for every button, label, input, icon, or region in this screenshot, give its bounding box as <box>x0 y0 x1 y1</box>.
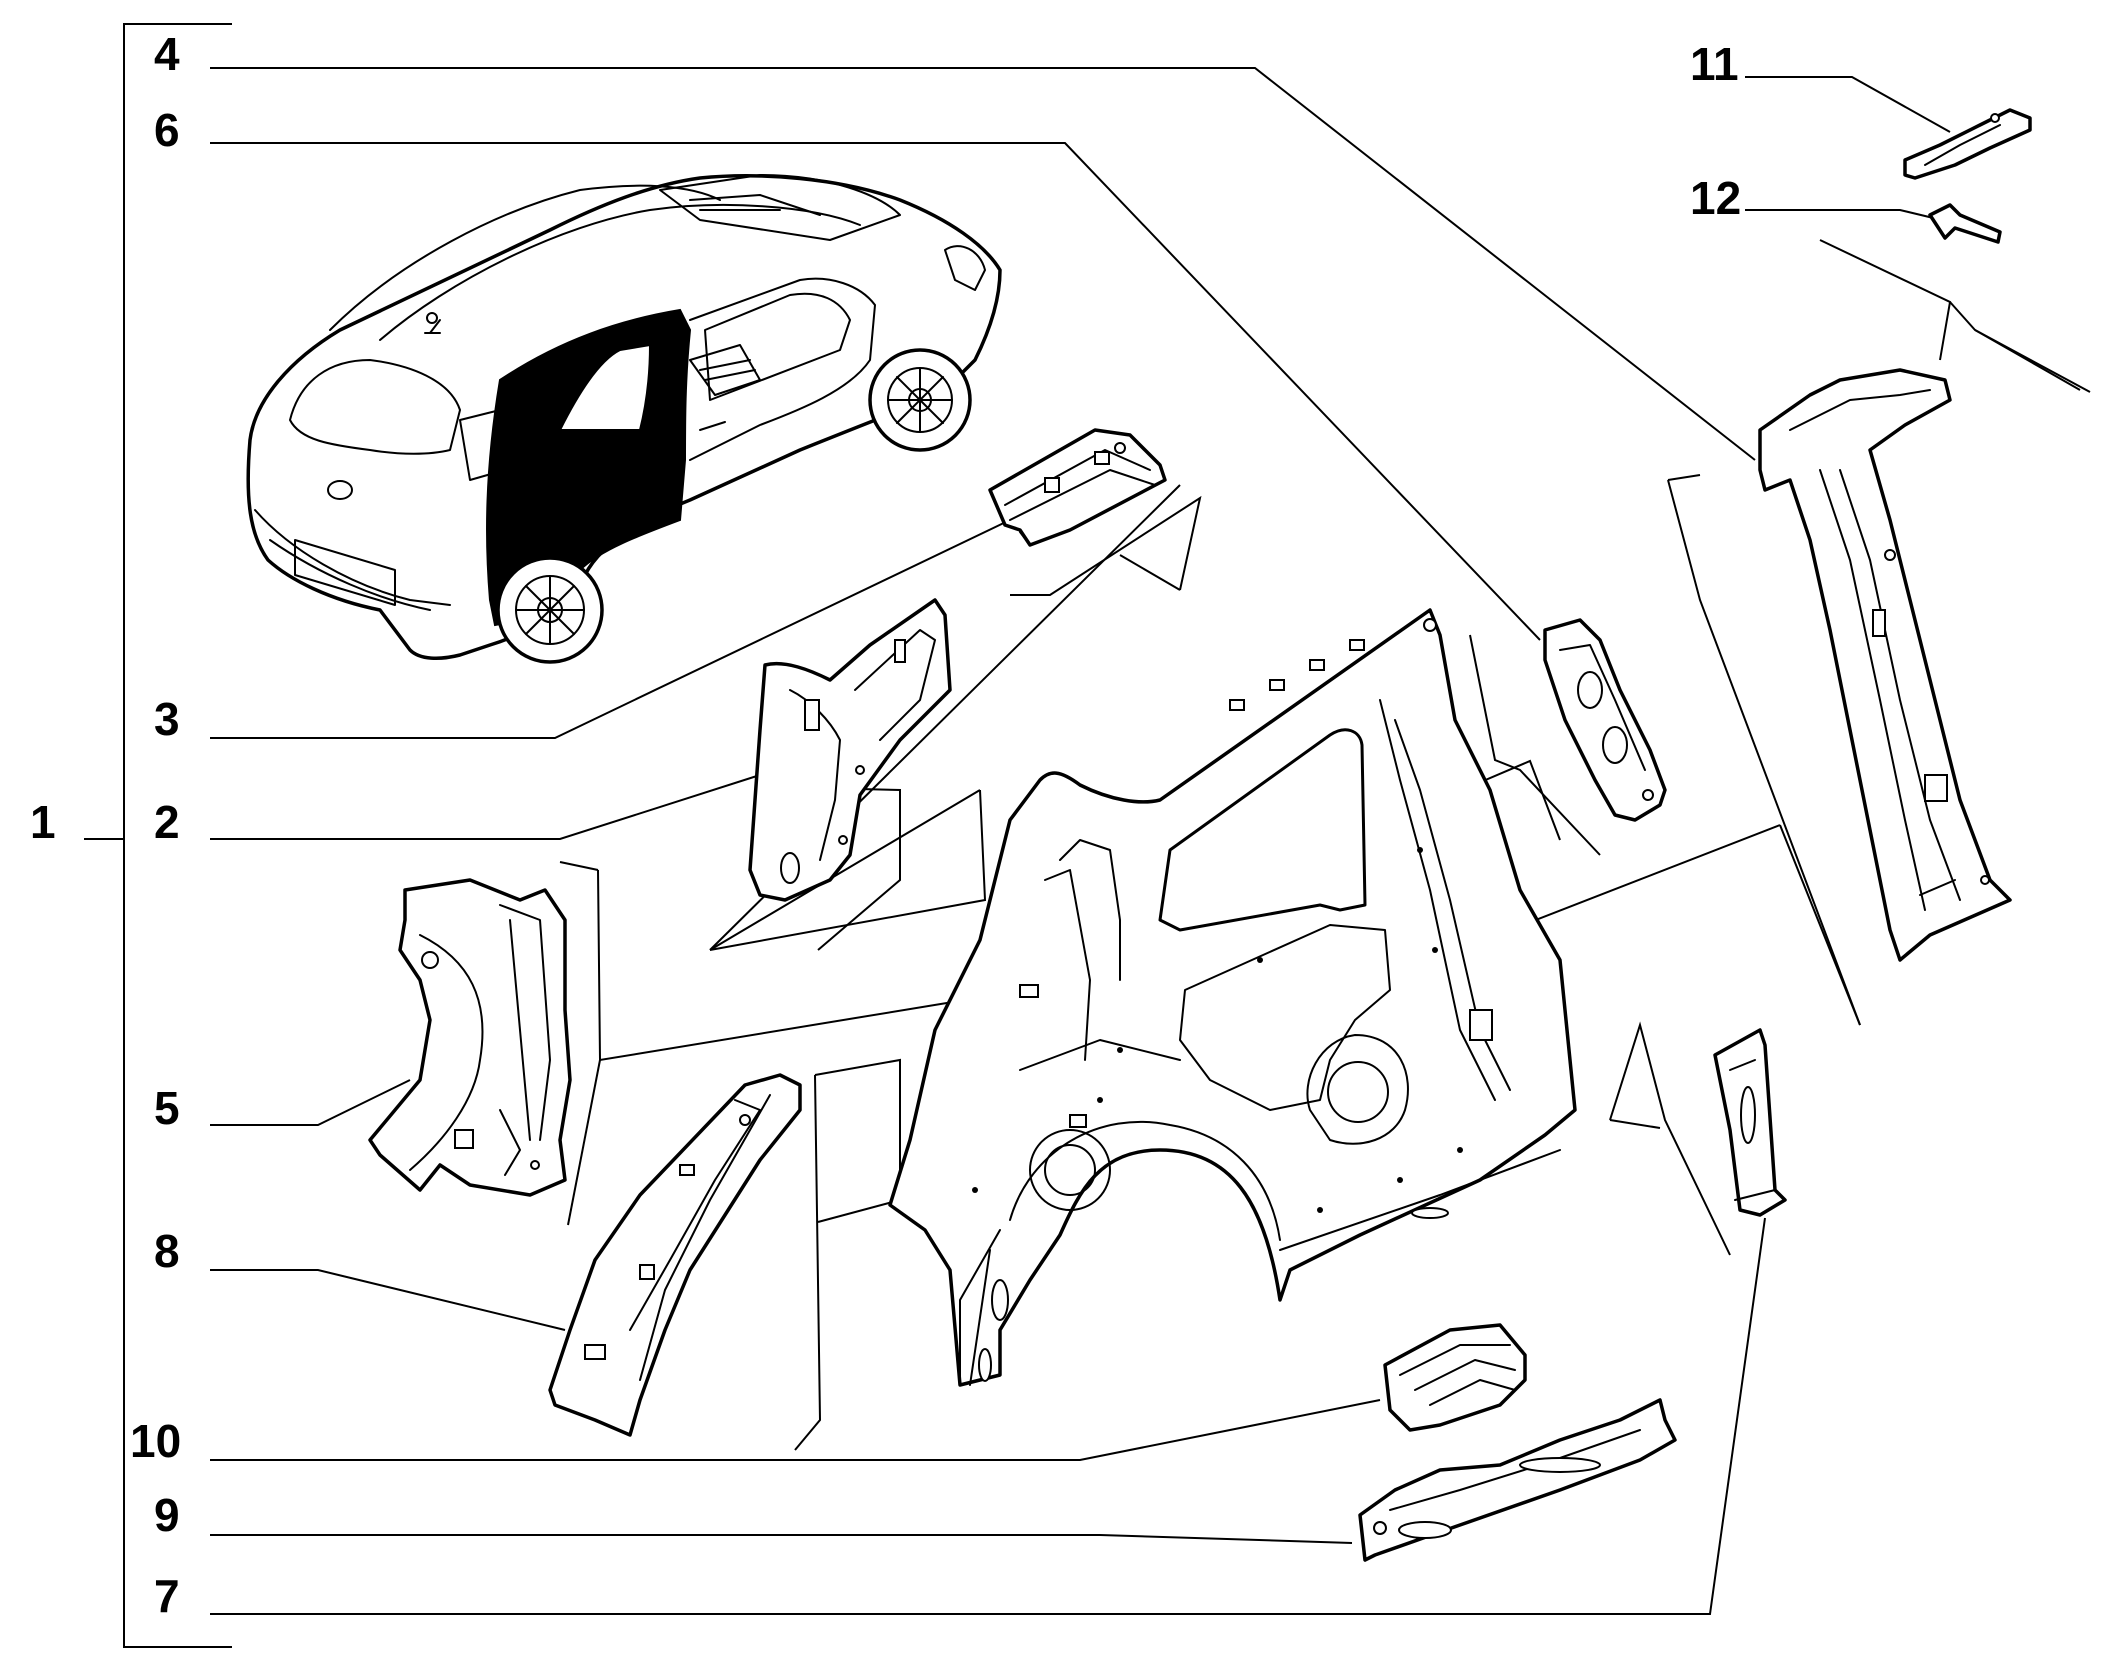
part-2-arch-panel <box>748 598 952 902</box>
callout-3: 3 <box>154 693 180 745</box>
callout-6: 6 <box>154 104 180 156</box>
callout-11: 11 <box>1690 38 1739 90</box>
leader-6 <box>210 142 1541 641</box>
leader-8 <box>210 1269 566 1331</box>
leader-12 <box>1745 209 1951 223</box>
leader-5 <box>210 1079 411 1126</box>
part-5-wheel-arch <box>368 878 572 1197</box>
leader-lines <box>210 67 1951 1615</box>
part-10-block <box>1383 1323 1527 1432</box>
callout-labels: 1 2 3 4 5 6 7 8 9 10 11 12 <box>30 28 1741 1622</box>
car-illustration <box>246 174 1002 664</box>
explosion-guides <box>559 239 2091 1451</box>
part-7-bracket <box>1713 1028 1787 1217</box>
callout-9: 9 <box>154 1489 180 1541</box>
callout-12: 12 <box>1690 172 1741 224</box>
callout-2: 2 <box>154 796 180 848</box>
callout-7: 7 <box>154 1570 180 1622</box>
part-9-lower-sill <box>1358 1398 1677 1562</box>
part-8-arch-reinforcement <box>548 1073 802 1437</box>
assembly-bracket <box>84 23 232 1648</box>
part-6-pillar-reinforcement <box>1543 618 1667 822</box>
callout-1: 1 <box>30 796 56 848</box>
leader-7 <box>210 1217 1766 1615</box>
leader-11 <box>1745 76 1951 133</box>
callout-8: 8 <box>154 1225 180 1277</box>
leader-4 <box>210 67 1756 461</box>
part-4-pillar <box>1758 368 2012 962</box>
part-11-clip <box>1903 108 2032 180</box>
leader-3 <box>210 519 1011 739</box>
part-12-rivet <box>1928 203 2002 244</box>
callout-5: 5 <box>154 1082 180 1134</box>
part-1-quarter-panel <box>888 608 1577 1387</box>
callout-10: 10 <box>130 1415 181 1467</box>
leader-2 <box>210 774 761 840</box>
part-3-upper-bracket <box>988 428 1167 547</box>
callout-4: 4 <box>154 28 180 80</box>
leader-10 <box>210 1399 1381 1461</box>
leader-9 <box>210 1534 1353 1544</box>
